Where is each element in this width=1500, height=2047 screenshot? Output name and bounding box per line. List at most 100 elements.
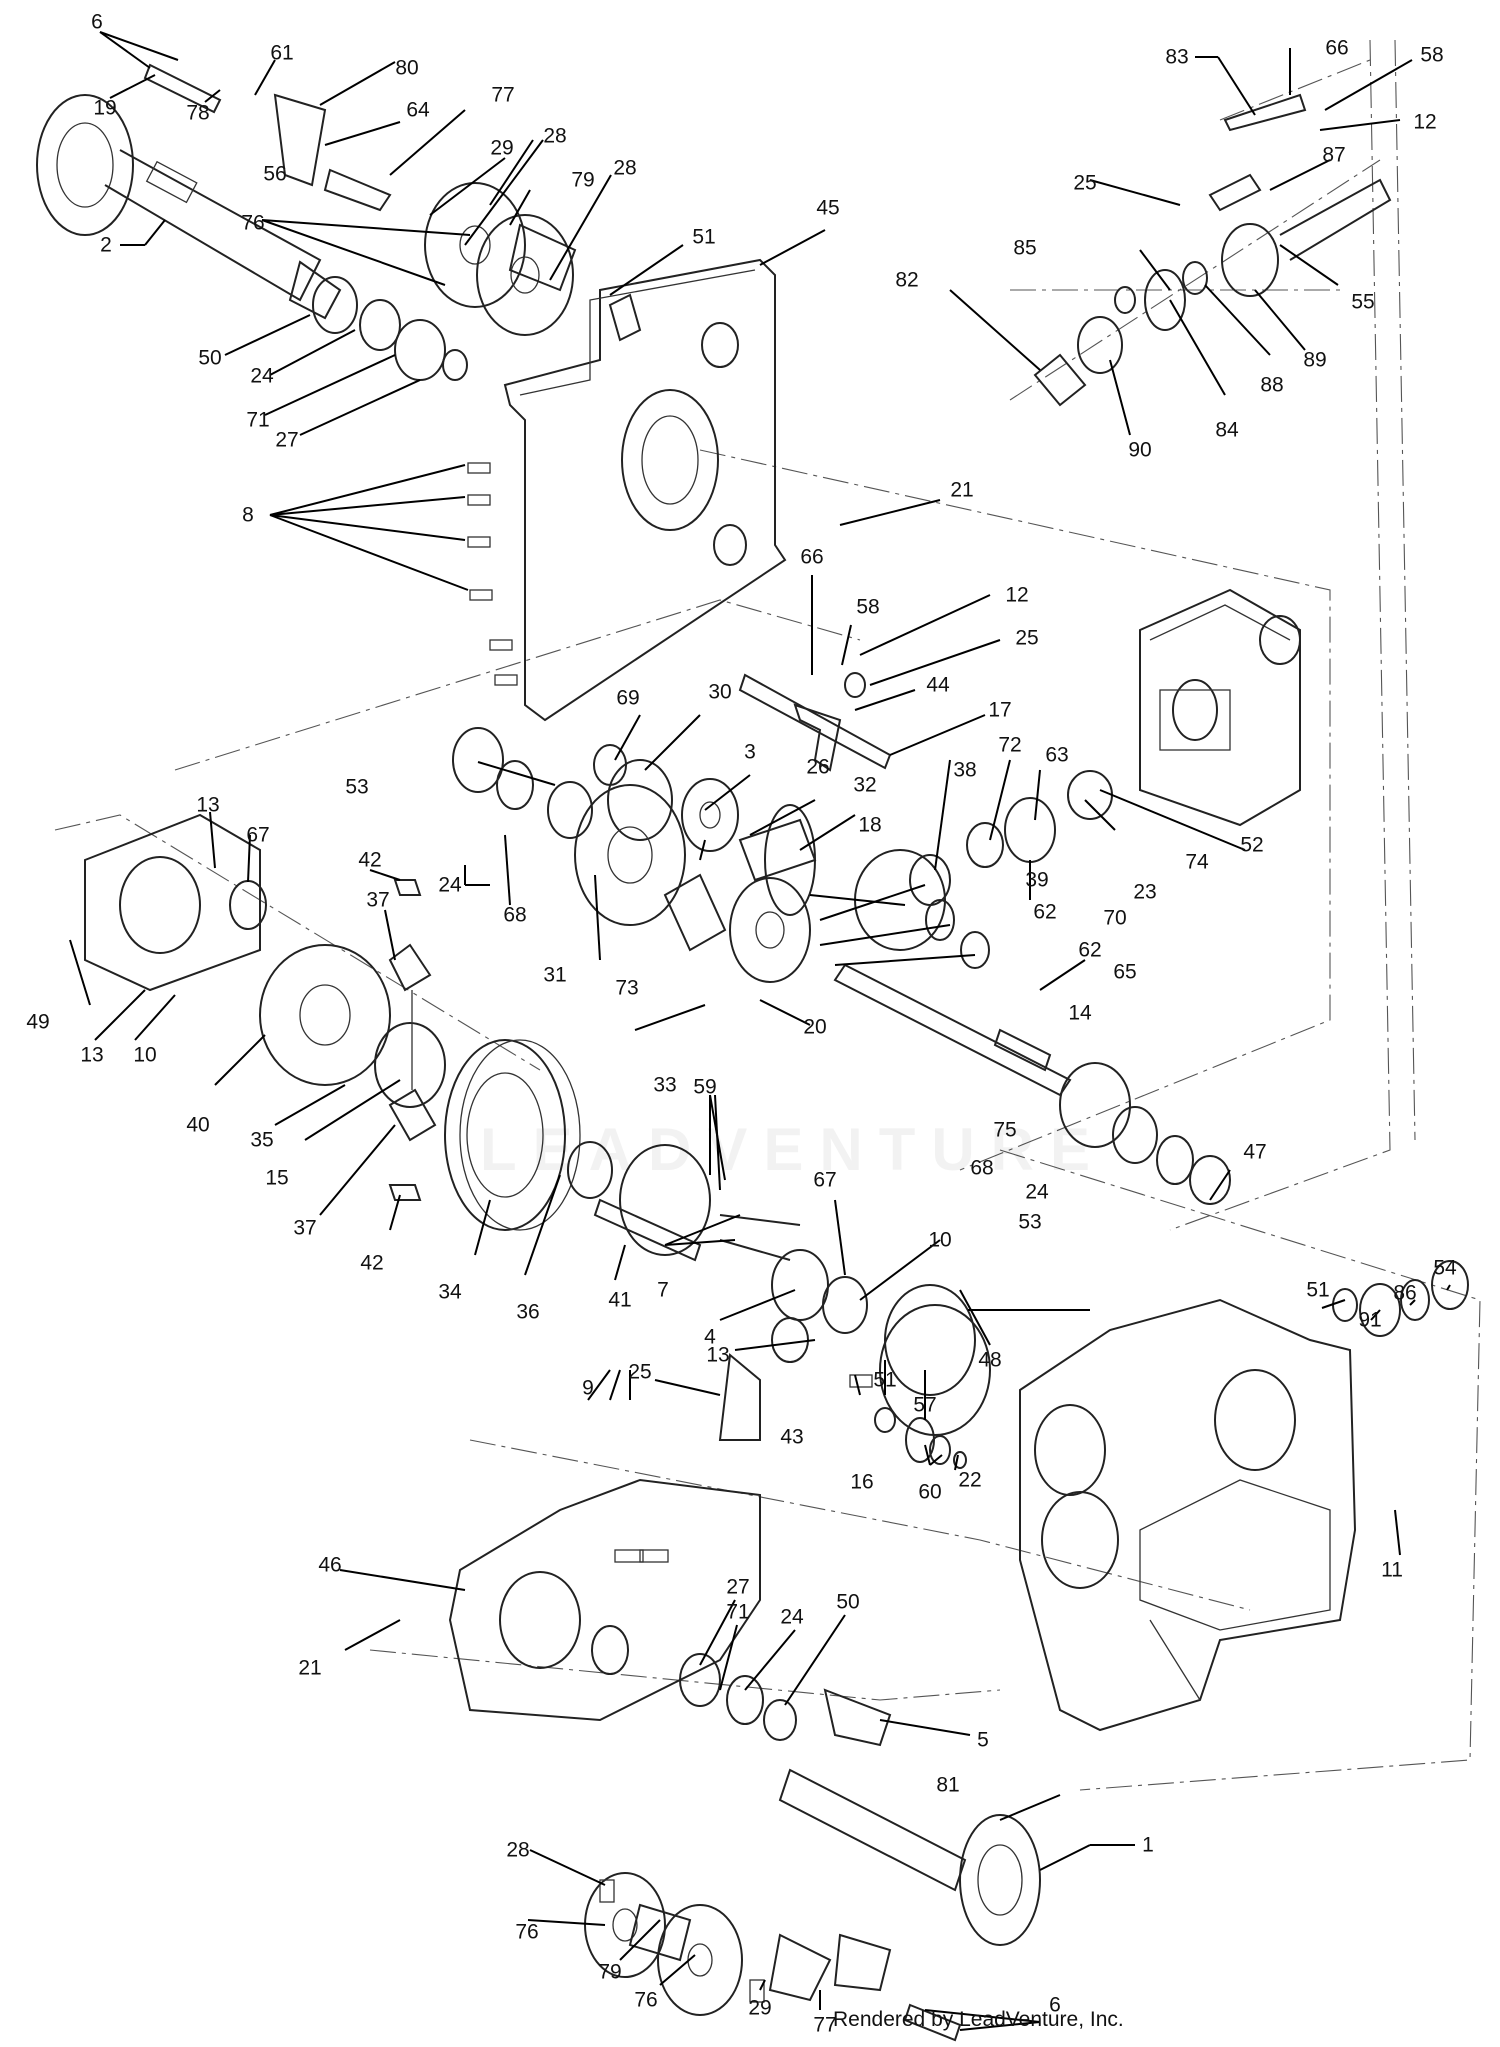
callout-84: 84 <box>1215 418 1239 442</box>
callout-2: 2 <box>100 233 112 257</box>
callout-71: 71 <box>726 1600 750 1624</box>
output-shaft-14 <box>833 899 1231 1205</box>
callout-76: 76 <box>634 1988 658 2012</box>
callout-82: 82 <box>895 268 919 292</box>
callout-31: 31 <box>543 963 567 987</box>
callout-76: 76 <box>241 211 265 235</box>
callout-79: 79 <box>571 168 595 192</box>
callout-6: 6 <box>1049 1993 1061 2017</box>
callout-90: 90 <box>1128 438 1152 462</box>
case-half-45 <box>503 258 787 722</box>
callout-66: 66 <box>800 545 824 569</box>
callout-11: 11 <box>1381 1558 1403 1582</box>
callout-61: 61 <box>270 41 294 65</box>
callout-86: 86 <box>1393 1281 1417 1305</box>
callout-4: 4 <box>704 1325 716 1349</box>
callout-10: 10 <box>133 1043 157 1067</box>
callout-68: 68 <box>970 1156 994 1180</box>
callout-1: 1 <box>1142 1833 1154 1857</box>
callout-48: 48 <box>978 1348 1002 1372</box>
callout-56: 56 <box>263 162 287 186</box>
callout-24: 24 <box>1025 1180 1049 1204</box>
callout-53: 53 <box>345 775 369 799</box>
callout-7: 7 <box>657 1278 669 1302</box>
callout-58: 58 <box>1420 43 1444 67</box>
callout-77: 77 <box>491 83 515 107</box>
callout-25: 25 <box>1015 626 1039 650</box>
callout-43: 43 <box>780 1425 804 1449</box>
callout-57: 57 <box>913 1393 937 1417</box>
callout-35: 35 <box>250 1128 274 1152</box>
bolts-8 <box>467 462 518 686</box>
callout-78: 78 <box>186 101 210 125</box>
callout-74: 74 <box>1185 850 1209 874</box>
callout-89: 89 <box>1303 348 1327 372</box>
axle-2 <box>36 94 342 320</box>
callout-66: 66 <box>1325 36 1349 60</box>
callout-52: 52 <box>1240 833 1264 857</box>
callout-51: 51 <box>692 225 716 249</box>
callout-18: 18 <box>858 813 882 837</box>
callout-60: 60 <box>918 1480 942 1504</box>
callout-34: 34 <box>438 1280 462 1304</box>
callout-33: 33 <box>653 1073 677 1097</box>
callout-80: 80 <box>395 56 419 80</box>
callout-62: 62 <box>1033 900 1057 924</box>
callout-47: 47 <box>1243 1140 1267 1164</box>
callout-23: 23 <box>1133 880 1157 904</box>
callout-37: 37 <box>366 888 390 912</box>
callout-37: 37 <box>293 1216 317 1240</box>
callout-27: 27 <box>275 428 299 452</box>
callout-10: 10 <box>928 1228 952 1252</box>
shift-shaft <box>738 672 892 772</box>
callout-51: 51 <box>1306 1278 1330 1302</box>
callout-72: 72 <box>998 733 1022 757</box>
callout-27: 27 <box>726 1575 750 1599</box>
callout-76: 76 <box>515 1920 539 1944</box>
callout-79: 79 <box>598 1960 622 1984</box>
callout-25: 25 <box>628 1360 652 1384</box>
callout-64: 64 <box>406 98 430 122</box>
callout-25: 25 <box>1073 171 1097 195</box>
callout-5: 5 <box>977 1728 989 1752</box>
callout-28: 28 <box>506 1838 530 1862</box>
callout-65: 65 <box>1113 960 1137 984</box>
callout-50: 50 <box>836 1590 860 1614</box>
callout-41: 41 <box>608 1288 632 1312</box>
callout-24: 24 <box>250 364 274 388</box>
callout-81: 81 <box>936 1773 960 1797</box>
callout-49: 49 <box>26 1010 50 1034</box>
callout-26: 26 <box>806 755 830 779</box>
callout-85: 85 <box>1013 236 1037 260</box>
callout-87: 87 <box>1322 143 1346 167</box>
callout-42: 42 <box>360 1251 384 1275</box>
callout-6: 6 <box>91 10 103 34</box>
pinion-assembly <box>1033 93 1392 407</box>
callout-15: 15 <box>265 1166 289 1190</box>
callout-45: 45 <box>816 196 840 220</box>
callout-28: 28 <box>543 124 567 148</box>
callout-69: 69 <box>616 686 640 710</box>
callout-83: 83 <box>1165 45 1189 69</box>
differential <box>84 813 446 1201</box>
callout-46: 46 <box>318 1553 342 1577</box>
callout-70: 70 <box>1103 906 1127 930</box>
callout-62: 62 <box>1078 938 1102 962</box>
callout-71: 71 <box>246 408 270 432</box>
callout-91: 91 <box>1358 1308 1382 1332</box>
axle-1 <box>584 1688 1041 2042</box>
callout-22: 22 <box>958 1468 982 1492</box>
callout-28: 28 <box>613 156 637 180</box>
callout-8: 8 <box>242 503 254 527</box>
callout-39: 39 <box>1025 868 1049 892</box>
callout-73: 73 <box>615 976 639 1000</box>
callout-88: 88 <box>1260 373 1284 397</box>
callout-13: 13 <box>706 1343 730 1367</box>
callout-55: 55 <box>1351 290 1375 314</box>
callout-29: 29 <box>748 1996 772 2020</box>
callout-16: 16 <box>850 1470 874 1494</box>
callout-42: 42 <box>358 848 382 872</box>
callout-40: 40 <box>186 1113 210 1137</box>
callout-53: 53 <box>1018 1210 1042 1234</box>
